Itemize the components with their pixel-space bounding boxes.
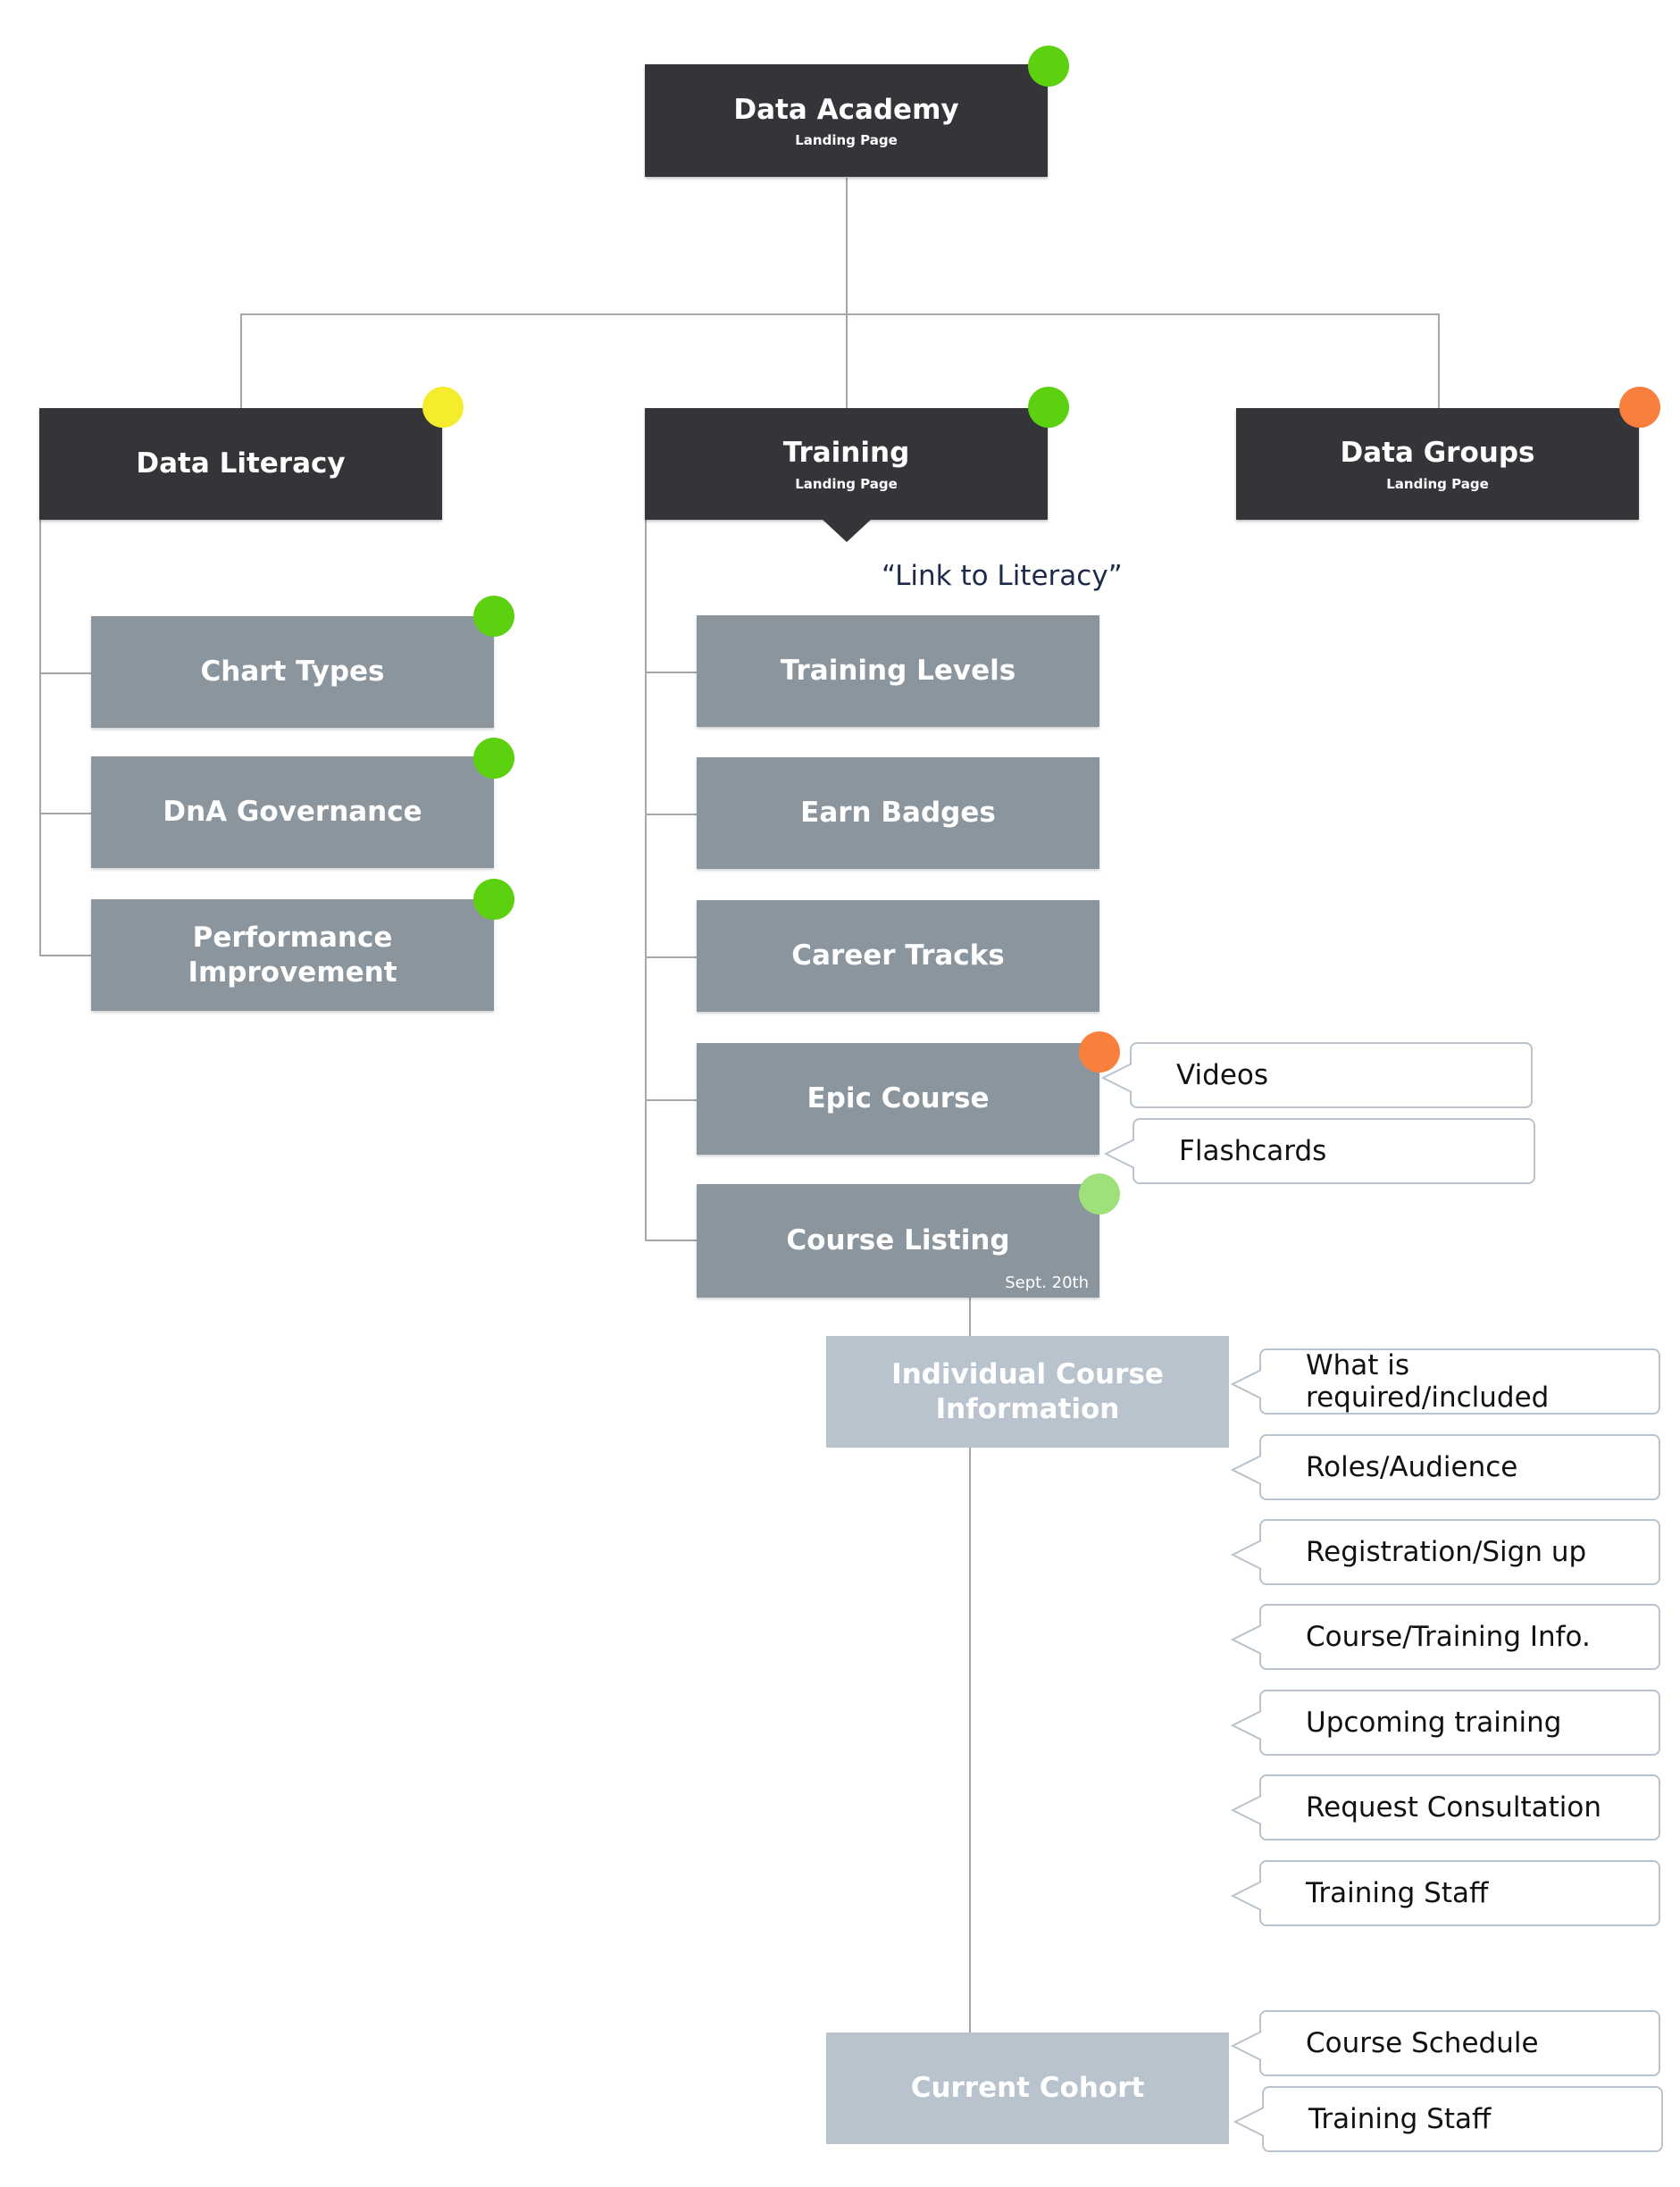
callout-label: Flashcards	[1179, 1135, 1327, 1167]
individual-course-information-node[interactable]: Individual Course Information	[826, 1336, 1229, 1448]
data-groups-node[interactable]: Data Groups Landing Page	[1236, 408, 1639, 520]
link-to-literacy-note: “Link to Literacy”	[882, 560, 1123, 592]
data-academy-node[interactable]: Data Academy Landing Page	[645, 64, 1048, 177]
status-dot-green	[1028, 387, 1069, 428]
data-academy-subtitle: Landing Page	[795, 132, 898, 149]
callout-training-staff[interactable]: Training Staff	[1230, 1860, 1660, 1926]
connector-earn-badges	[645, 814, 697, 815]
callout-pointer-icon	[1230, 2031, 1262, 2061]
career-tracks-node[interactable]: Career Tracks	[697, 900, 1099, 1012]
callout-pointer-icon	[1230, 1881, 1262, 1911]
callout-videos[interactable]: Videos	[1100, 1042, 1533, 1108]
callout-label: Roles/Audience	[1306, 1451, 1518, 1483]
status-dot-green	[473, 879, 514, 920]
callout-label: Training Staff	[1306, 1877, 1489, 1909]
connector-career-tracks	[645, 956, 697, 958]
training-node[interactable]: Training Landing Page	[645, 408, 1048, 520]
connector-training-trunk	[645, 520, 647, 1240]
callout-request-consultation[interactable]: Request Consultation	[1230, 1774, 1660, 1841]
callout-pointer-icon	[1230, 1710, 1262, 1740]
current-cohort-node[interactable]: Current Cohort	[826, 2033, 1229, 2144]
chart-types-label: Chart Types	[200, 655, 385, 689]
dna-governance-node[interactable]: DnA Governance	[91, 756, 494, 868]
callout-label: Request Consultation	[1306, 1791, 1601, 1824]
dna-governance-label: DnA Governance	[163, 796, 422, 829]
connector-course-listing	[645, 1240, 697, 1241]
callout-roles-audience[interactable]: Roles/Audience	[1230, 1434, 1660, 1500]
callout-label: Training Staff	[1308, 2103, 1492, 2135]
individual-course-information-label: Individual Course Information	[891, 1357, 1164, 1425]
data-academy-title: Data Academy	[733, 93, 959, 126]
status-dot-green	[1028, 46, 1069, 87]
callout-pointer-icon	[1233, 2107, 1265, 2137]
callout-pointer-icon	[1100, 1063, 1133, 1093]
course-listing-label: Course Listing	[786, 1224, 1010, 1257]
status-dot-orange	[1619, 387, 1660, 428]
current-cohort-label: Current Cohort	[910, 2072, 1145, 2105]
callout-flashcards[interactable]: Flashcards	[1103, 1118, 1535, 1184]
callout-label: Videos	[1176, 1059, 1269, 1091]
status-dot-green	[473, 596, 514, 637]
performance-improvement-node[interactable]: Performance Improvement	[91, 899, 494, 1011]
callout-course-training-info[interactable]: Course/Training Info.	[1230, 1604, 1660, 1670]
callout-pointer-icon	[1230, 1624, 1262, 1655]
training-title: Training	[782, 437, 910, 470]
connector-training-levels	[645, 672, 697, 673]
data-literacy-title: Data Literacy	[136, 447, 346, 480]
training-levels-label: Training Levels	[780, 655, 1016, 688]
connector-to-data-groups	[1438, 313, 1440, 408]
connector-performance-improvement	[39, 955, 91, 956]
connector-chart-types	[39, 672, 91, 674]
earn-badges-node[interactable]: Earn Badges	[697, 757, 1099, 869]
career-tracks-label: Career Tracks	[791, 939, 1005, 972]
callout-label: What is required/included	[1306, 1349, 1550, 1414]
callout-label: Registration/Sign up	[1306, 1536, 1587, 1568]
status-dot-yellow	[422, 387, 464, 428]
training-levels-node[interactable]: Training Levels	[697, 615, 1099, 727]
callout-registration[interactable]: Registration/Sign up	[1230, 1519, 1660, 1585]
connector-to-training	[846, 313, 848, 408]
connector-listing-to-info	[969, 1298, 971, 1336]
status-dot-orange	[1079, 1031, 1120, 1073]
callout-required-included[interactable]: What is required/included	[1230, 1348, 1660, 1415]
training-subtitle: Landing Page	[795, 475, 898, 492]
epic-course-label: Epic Course	[807, 1082, 990, 1115]
callout-label: Course Schedule	[1306, 2027, 1539, 2059]
callout-pointer-icon	[1103, 1139, 1135, 1169]
callout-label: Upcoming training	[1306, 1707, 1562, 1739]
connector-to-data-literacy	[240, 313, 242, 408]
status-dot-green	[473, 738, 514, 779]
connector-epic-course	[645, 1099, 697, 1101]
course-listing-date: Sept. 20th	[1005, 1273, 1089, 1292]
connector-top-horizontal	[241, 313, 1439, 315]
connector-literacy-trunk	[39, 520, 41, 956]
training-pointer-icon	[822, 519, 872, 542]
callout-pointer-icon	[1230, 1795, 1262, 1825]
callout-label: Course/Training Info.	[1306, 1621, 1591, 1653]
earn-badges-label: Earn Badges	[800, 797, 996, 830]
status-dot-light-green	[1079, 1173, 1120, 1215]
data-literacy-node[interactable]: Data Literacy	[39, 408, 442, 520]
data-groups-title: Data Groups	[1340, 437, 1535, 470]
performance-improvement-label: Performance Improvement	[188, 921, 397, 989]
callout-pointer-icon	[1230, 1369, 1262, 1399]
epic-course-node[interactable]: Epic Course	[697, 1043, 1099, 1155]
callout-cohort-training-staff[interactable]: Training Staff	[1233, 2086, 1663, 2152]
connector-info-to-cohort	[969, 1448, 971, 2033]
connector-dna-governance	[39, 813, 91, 814]
connector-root-down	[846, 178, 848, 320]
course-listing-node[interactable]: Course Listing Sept. 20th	[697, 1184, 1099, 1298]
callout-pointer-icon	[1230, 1455, 1262, 1485]
data-groups-subtitle: Landing Page	[1386, 475, 1489, 492]
chart-types-node[interactable]: Chart Types	[91, 616, 494, 728]
callout-course-schedule[interactable]: Course Schedule	[1230, 2010, 1660, 2076]
callout-upcoming-training[interactable]: Upcoming training	[1230, 1690, 1660, 1756]
callout-pointer-icon	[1230, 1540, 1262, 1570]
